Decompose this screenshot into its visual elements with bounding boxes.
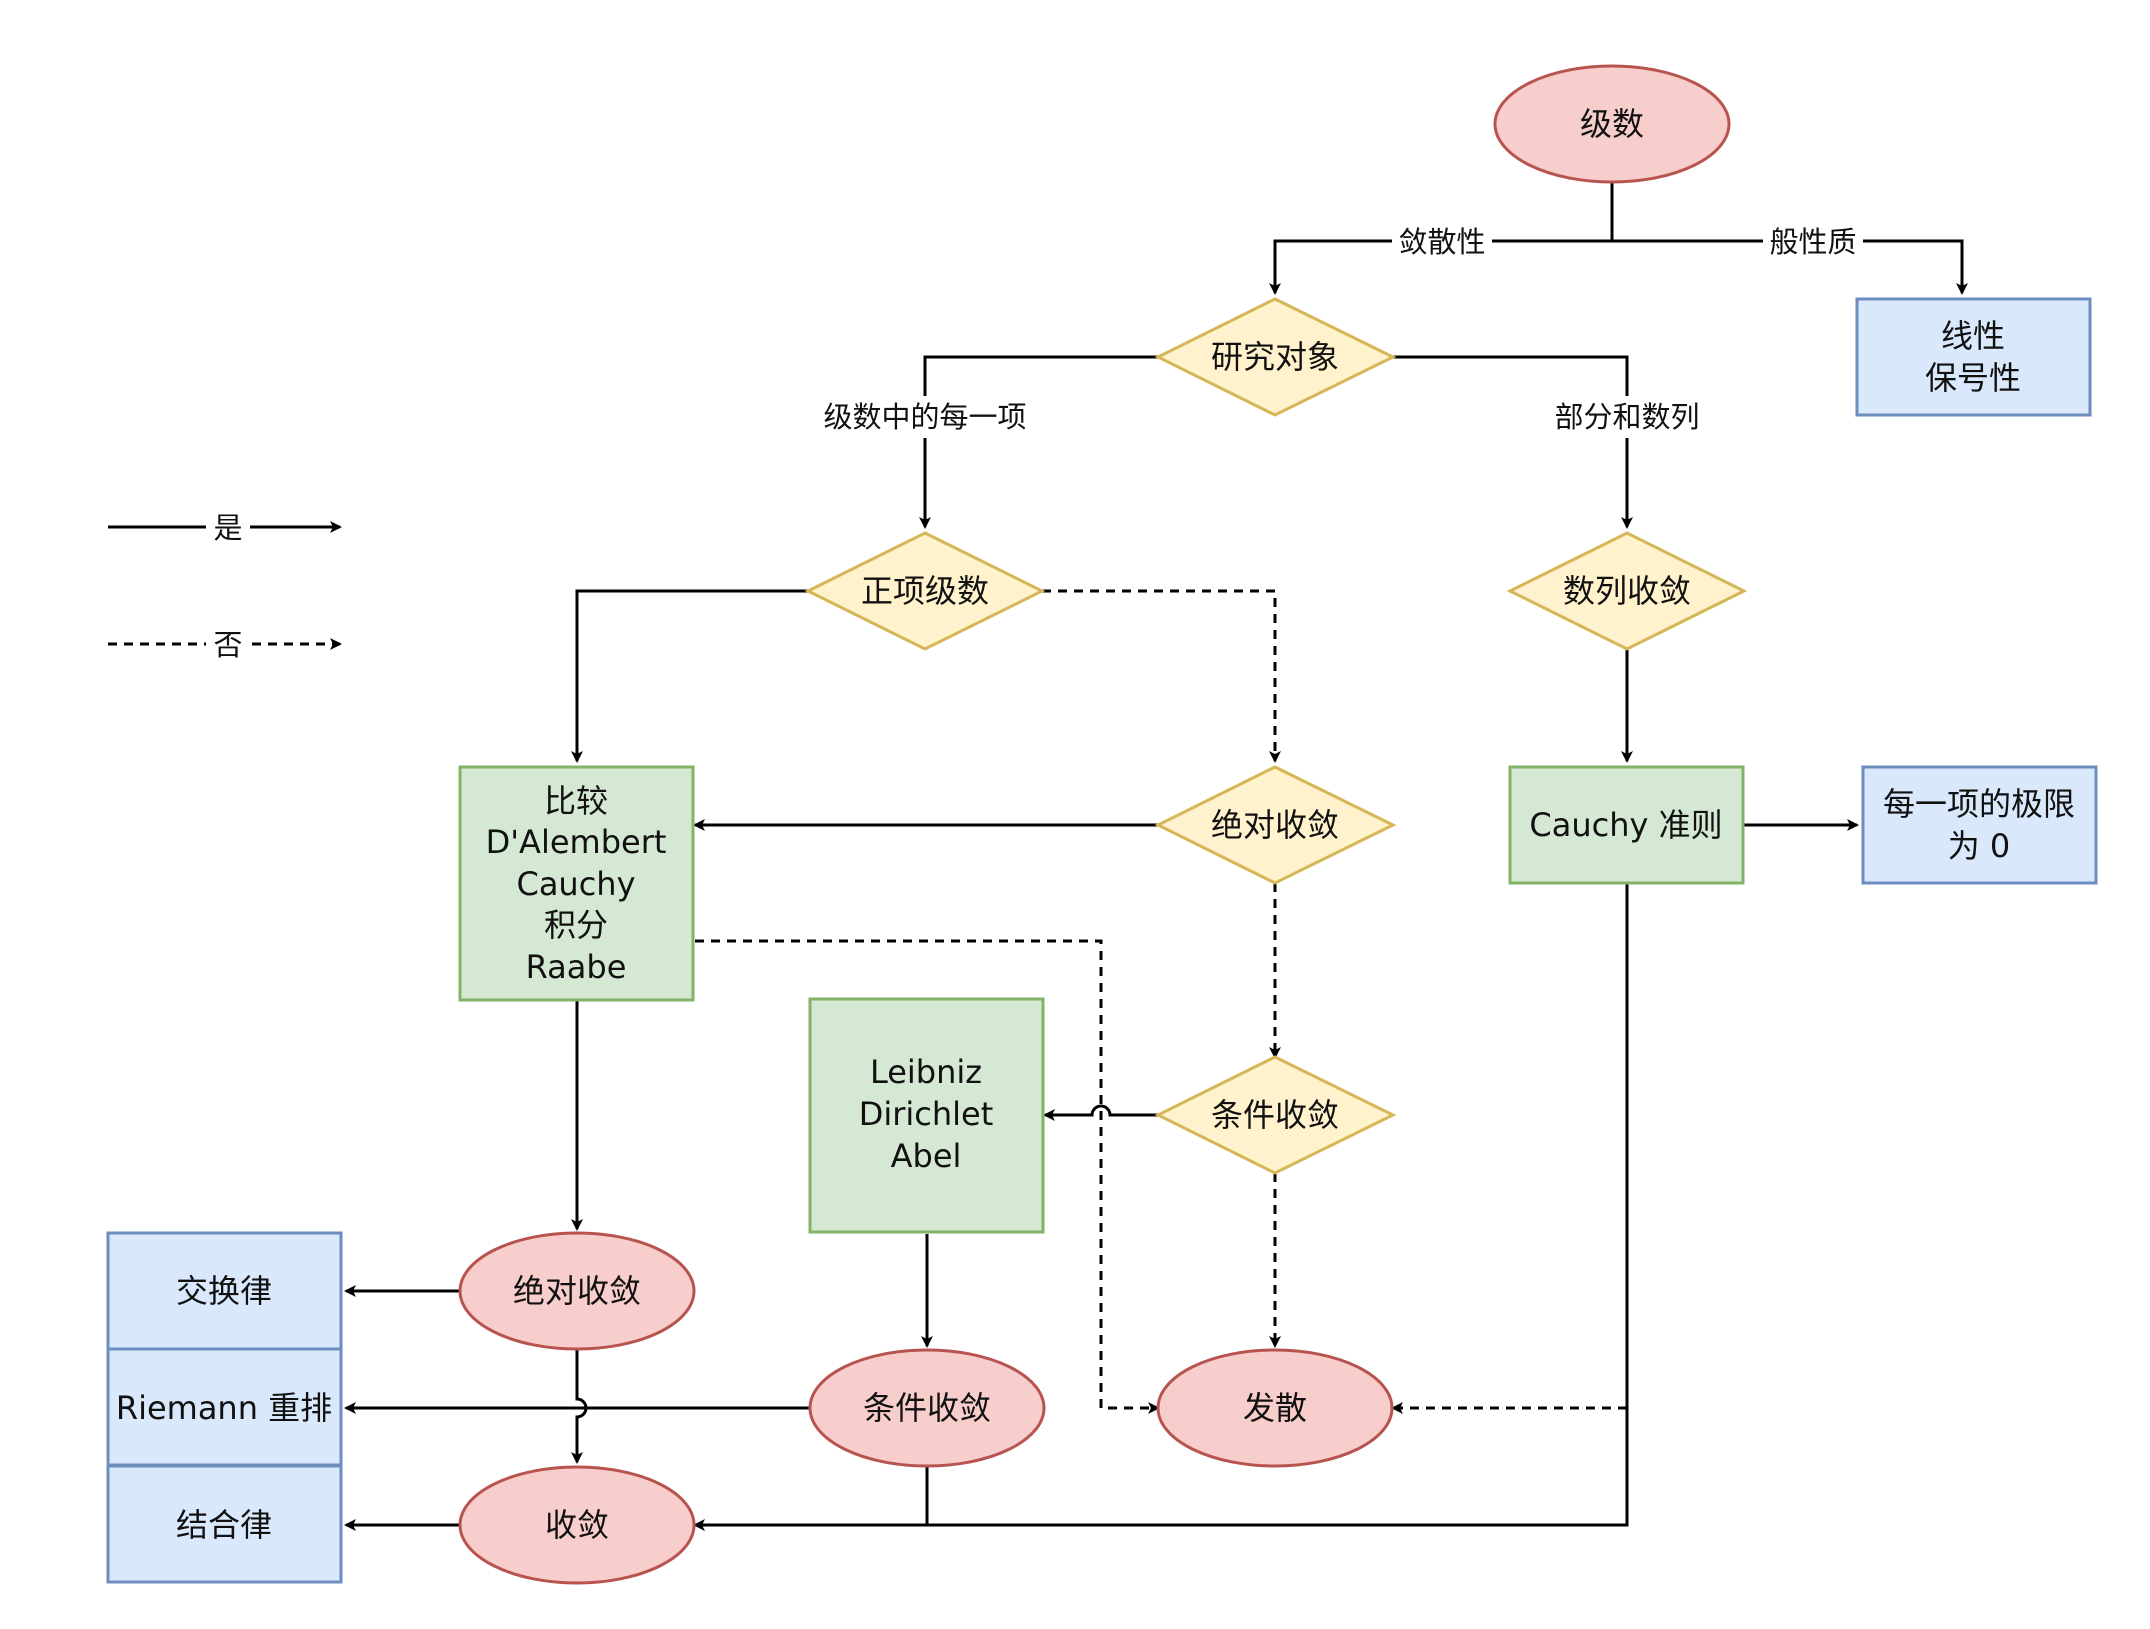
svg-text:正项级数: 正项级数 xyxy=(861,572,989,610)
svg-text:级数: 级数 xyxy=(1580,105,1644,143)
node-divergence: 发散 xyxy=(1156,1348,1394,1468)
svg-text:否: 否 xyxy=(213,628,242,662)
node-positive-series: 正项级数 xyxy=(804,531,1046,651)
svg-text:结合律: 结合律 xyxy=(176,1506,272,1544)
edge-positive-to-tests xyxy=(571,589,808,763)
node-commutative-law: 交换律 xyxy=(106,1231,343,1351)
svg-text:Dirichlet: Dirichlet xyxy=(859,1095,994,1133)
svg-text:Cauchy: Cauchy xyxy=(516,865,635,903)
edge-positive-to-absq-no xyxy=(1042,589,1281,763)
svg-text:Abel: Abel xyxy=(891,1137,962,1175)
edge-label-convergence-property: 敛散性 xyxy=(1392,222,1492,260)
node-study-object: 研究对象 xyxy=(1154,297,1397,417)
node-riemann-rearrangement: Riemann 重排 xyxy=(106,1347,343,1467)
svg-text:敛散性: 敛散性 xyxy=(1398,225,1485,259)
svg-text:积分: 积分 xyxy=(544,906,608,944)
svg-text:Cauchy 准则: Cauchy 准则 xyxy=(1529,806,1722,844)
edge-condq-to-leibniz xyxy=(1043,1104,1158,1121)
node-convergence-tests: 比较 D'Alembert Cauchy 积分 Raabe xyxy=(458,765,695,1002)
svg-text:研究对象: 研究对象 xyxy=(1211,338,1339,376)
node-cauchy-criterion: Cauchy 准则 xyxy=(1508,765,1745,885)
svg-text:般性质: 般性质 xyxy=(1769,225,1856,259)
node-associative-law: 结合律 xyxy=(106,1464,343,1584)
edge-label-general-property: 般性质 xyxy=(1763,222,1863,260)
node-term-limit-zero: 每一项的极限 为 0 xyxy=(1861,765,2098,885)
svg-text:为 0: 为 0 xyxy=(1948,827,2011,865)
node-sequence-convergence: 数列收敛 xyxy=(1506,531,1748,651)
node-series: 级数 xyxy=(1493,64,1731,184)
svg-text:部分和数列: 部分和数列 xyxy=(1554,400,1699,434)
svg-text:比较: 比较 xyxy=(544,782,608,820)
node-convergence: 收敛 xyxy=(458,1465,696,1585)
legend-no: 否 xyxy=(108,627,342,663)
node-conditional-convergence: 条件收敛 xyxy=(808,1348,1046,1468)
node-absolute-convergence-decision: 绝对收敛 xyxy=(1154,765,1397,885)
svg-text:收敛: 收敛 xyxy=(545,1506,609,1544)
svg-text:绝对收敛: 绝对收敛 xyxy=(1211,806,1339,844)
svg-text:发散: 发散 xyxy=(1243,1389,1307,1427)
svg-text:D'Alembert: D'Alembert xyxy=(486,823,667,861)
svg-text:Riemann 重排: Riemann 重排 xyxy=(116,1389,332,1427)
svg-text:条件收敛: 条件收敛 xyxy=(1211,1096,1339,1134)
node-conditional-convergence-decision: 条件收敛 xyxy=(1154,1055,1397,1175)
legend-yes: 是 xyxy=(108,510,342,546)
svg-text:Leibniz: Leibniz xyxy=(870,1053,982,1091)
edge-study-to-positive xyxy=(919,355,1158,529)
node-linearity: 线性 保号性 xyxy=(1855,297,2092,417)
svg-text:数列收敛: 数列收敛 xyxy=(1563,572,1691,610)
edge-absolute-to-convergence xyxy=(571,1349,588,1464)
svg-text:级数中的每一项: 级数中的每一项 xyxy=(823,400,1026,434)
node-absolute-convergence: 绝对收敛 xyxy=(458,1231,696,1351)
svg-text:条件收敛: 条件收敛 xyxy=(863,1389,991,1427)
svg-text:保号性: 保号性 xyxy=(1925,359,2021,397)
svg-text:绝对收敛: 绝对收敛 xyxy=(513,1272,641,1310)
edge-series-to-linearity xyxy=(1612,239,1968,295)
edge-label-each-term: 级数中的每一项 xyxy=(808,396,1042,438)
edge-cauchy-to-convergence xyxy=(693,883,1629,1531)
edge-label-partial-sums: 部分和数列 xyxy=(1540,396,1714,438)
edge-study-to-sequence xyxy=(1393,355,1633,529)
svg-text:Raabe: Raabe xyxy=(526,948,627,986)
svg-text:每一项的极限: 每一项的极限 xyxy=(1883,785,2075,823)
edge-tests-to-divergence-no xyxy=(695,939,1160,1414)
svg-text:线性: 线性 xyxy=(1941,317,2005,355)
node-leibniz-tests: Leibniz Dirichlet Abel xyxy=(808,997,1045,1234)
legend: 是 否 xyxy=(108,510,342,663)
svg-text:交换律: 交换律 xyxy=(176,1272,272,1310)
svg-text:是: 是 xyxy=(213,511,242,545)
